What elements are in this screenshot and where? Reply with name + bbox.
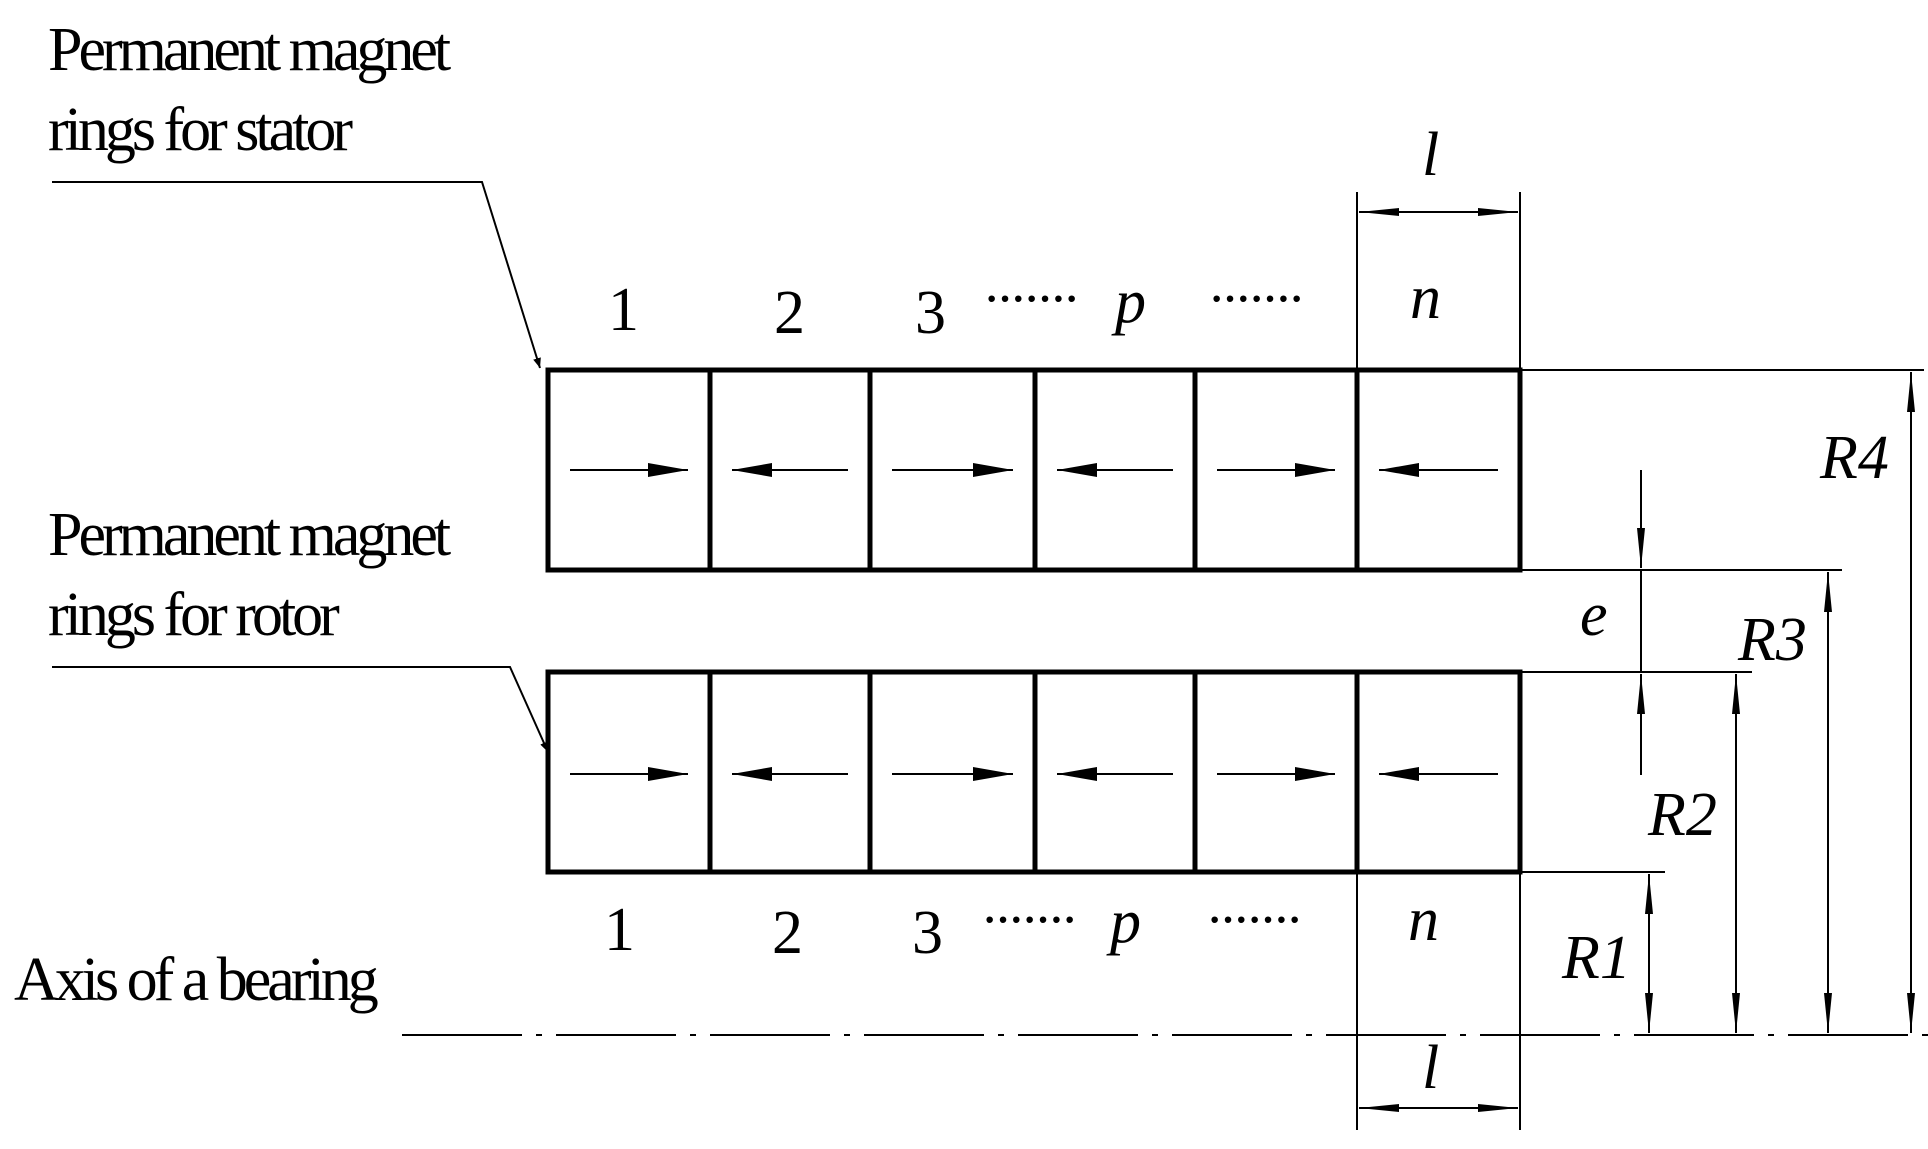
dimension-l-top-label: l (1422, 121, 1439, 189)
stator-ring-number-3: 3 (915, 279, 946, 347)
rotor-ellipsis-2: ······· (1208, 897, 1301, 942)
stator-label-line1: Permanent magnet (48, 16, 451, 84)
rotor-ring-number-3: 3 (912, 899, 943, 967)
axis-label: Axis of a bearing (14, 946, 378, 1014)
stator-leader-line (52, 181, 541, 369)
rotor-ring-number-1: 1 (604, 896, 635, 964)
dimension-l-bottom-label: l (1422, 1034, 1439, 1102)
dimension-r1-label: R1 (1561, 924, 1631, 992)
stator-ring-number-2: 2 (774, 279, 805, 347)
stator-ring-number-p: p (1111, 268, 1146, 336)
stator-ellipsis-1: ······· (985, 276, 1078, 321)
rotor-label-line1: Permanent magnet (48, 501, 451, 569)
rotor-label-line2: rings for rotor (48, 581, 340, 649)
stator-ring-number-1: 1 (608, 276, 639, 344)
dimension-l-top (1356, 192, 1521, 370)
rotor-leader-line (52, 666, 549, 753)
stator-label-line2: rings for stator (48, 96, 353, 164)
stator-ring-number-n: n (1410, 264, 1441, 332)
stator-ellipsis-2: ······· (1210, 276, 1303, 321)
rotor-rings (545, 669, 1523, 875)
rotor-ring-number-2: 2 (772, 899, 803, 967)
dimension-r4-label: R4 (1819, 424, 1889, 492)
rotor-ring-number-n: n (1408, 886, 1439, 954)
radius-extension-lines (1520, 369, 1924, 873)
dimension-l-bottom (1356, 872, 1521, 1130)
dimension-r2-label: R2 (1647, 781, 1717, 849)
dimension-e-label: e (1580, 581, 1608, 649)
rotor-ring-number-p: p (1106, 888, 1141, 956)
dimension-r3-label: R3 (1737, 606, 1807, 674)
rotor-ellipsis-1: ······· (983, 897, 1076, 942)
stator-rings (545, 367, 1523, 573)
